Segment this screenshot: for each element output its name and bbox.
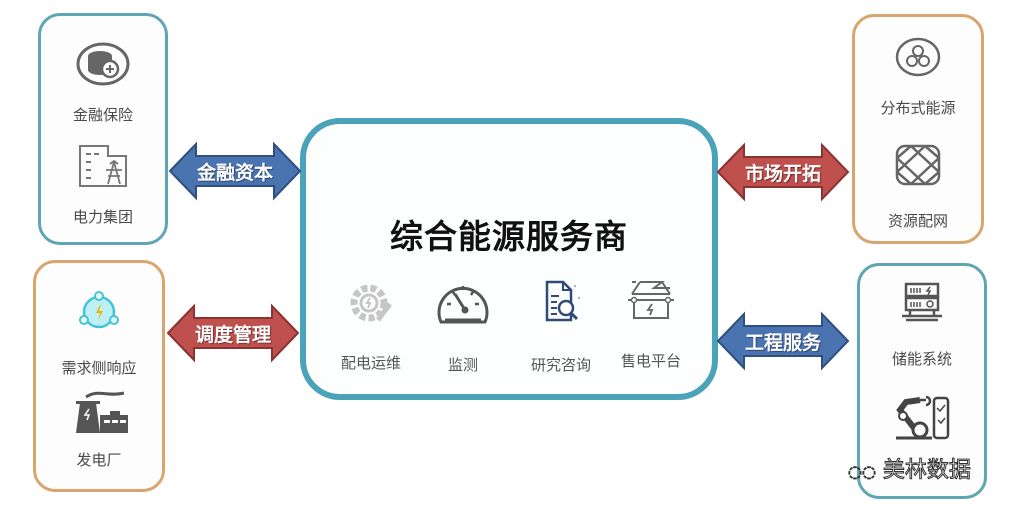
center-box: 综合能源服务商 配电运维 监测 研究咨询	[300, 118, 718, 400]
power-platform-icon	[628, 281, 674, 319]
item-label: 分布式能源	[880, 99, 956, 117]
arrow-label: 工程服务	[744, 332, 821, 354]
network-bolt-icon	[79, 291, 119, 329]
item-label: 金融保险	[72, 106, 133, 124]
arrow-engineering-service: 工程服务	[716, 310, 850, 372]
service-label: 监测	[447, 356, 478, 374]
arrow-label: 金融资本	[196, 162, 273, 184]
wechat-icon: ◌◌	[848, 462, 877, 482]
gear-wrench-icon	[350, 284, 392, 322]
cluster-icon	[895, 37, 941, 77]
grid-icon	[895, 144, 941, 186]
double-arrow-icon	[716, 142, 850, 202]
service-label: 研究咨询	[530, 356, 591, 374]
arrow-label: 市场开拓	[744, 163, 821, 185]
center-title: 综合能源服务商	[390, 217, 628, 256]
right-top-box: 分布式能源 资源配网	[852, 14, 984, 244]
arrow-label: 调度管理	[194, 324, 271, 346]
building-tower-icon	[79, 145, 127, 187]
service-label: 配电运维	[340, 354, 401, 372]
robot-arm-icon	[896, 395, 950, 440]
service-label: 售电平台	[620, 352, 681, 370]
power-plant-icon	[76, 391, 128, 433]
arrow-market-expansion: 市场开拓	[716, 141, 850, 203]
arrow-dispatch-management: 调度管理	[166, 302, 300, 364]
double-arrow-icon	[168, 141, 302, 201]
watermark: ◌◌ 美林数据	[848, 452, 972, 484]
battery-rack-icon	[902, 282, 942, 322]
double-arrow-icon	[166, 303, 300, 363]
document-search-icon	[545, 280, 580, 322]
item-label: 电力集团	[72, 208, 133, 226]
watermark-text: 美林数据	[882, 458, 971, 484]
item-label: 需求侧响应	[61, 359, 137, 377]
item-label: 储能系统	[891, 350, 952, 368]
left-top-box: 金融保险 电力集团	[38, 13, 168, 245]
item-label: 发电厂	[76, 451, 122, 469]
coins-icon	[76, 42, 130, 86]
arrow-finance-capital: 金融资本	[168, 140, 302, 202]
item-label: 资源配网	[887, 212, 948, 230]
double-arrow-icon	[716, 311, 850, 371]
left-bottom-box: 需求侧响应 发电厂	[33, 260, 165, 492]
right-bottom-box: 储能系统	[857, 263, 987, 499]
gauge-icon	[437, 286, 489, 324]
